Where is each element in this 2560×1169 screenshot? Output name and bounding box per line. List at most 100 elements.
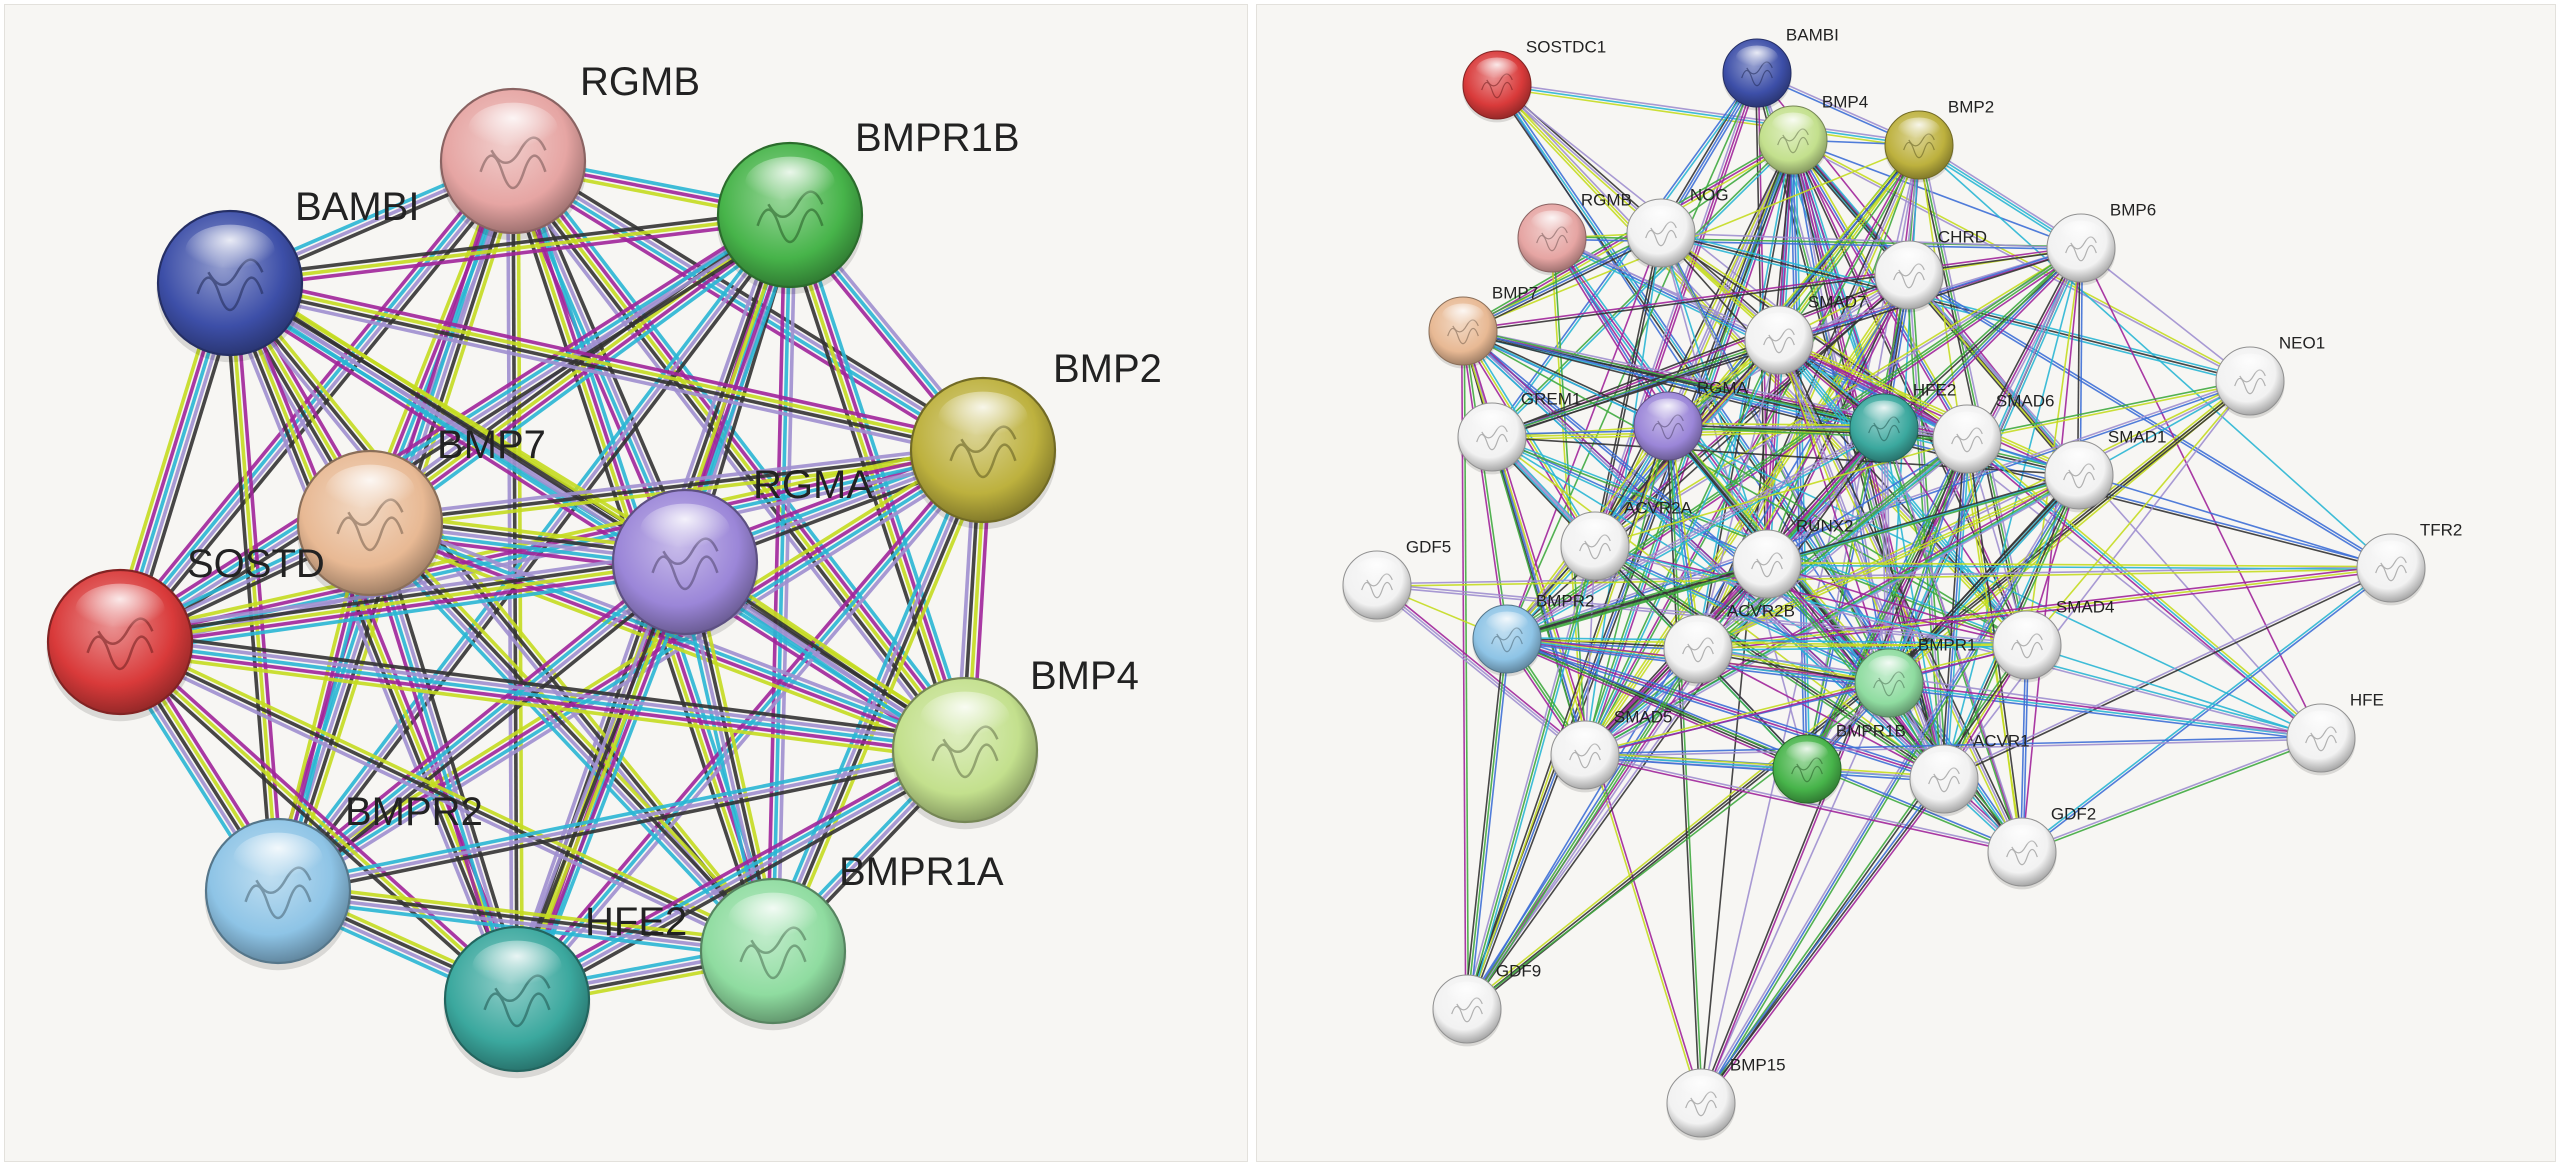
edge-smad1-runx2 <box>1766 474 2080 565</box>
node-smad4[interactable]: SMAD4 <box>1992 598 2114 683</box>
node-sostdc1[interactable]: SOSTD <box>46 542 325 722</box>
node-bmpr2[interactable]: BMPR2 <box>1472 592 1594 677</box>
node-bmp7[interactable]: BMP7 <box>296 423 546 603</box>
node-hfe2[interactable]: HFE2 <box>443 900 688 1079</box>
node-highlight <box>1573 518 1617 543</box>
node-highlight <box>1563 727 1607 752</box>
node-highlight <box>2059 220 2103 245</box>
edge-acvr2b-acvr1 <box>1697 648 1945 780</box>
node-highlight <box>1646 398 1690 423</box>
node-sostdc1[interactable]: SOSTDC1 <box>1462 38 1606 123</box>
node-label-bmpr1b: BMPR1B <box>1836 722 1906 741</box>
node-chrd[interactable]: CHRD <box>1874 228 1987 313</box>
node-highlight <box>1862 400 1906 425</box>
edge-smad7-smad1 <box>1777 336 2081 479</box>
node-rgmb[interactable]: RGMB <box>1517 191 1632 276</box>
node-highlight <box>1771 112 1815 137</box>
node-highlight <box>745 156 835 209</box>
node-smad1[interactable]: SMAD1 <box>2044 428 2166 513</box>
node-label-bmpr2: BMPR2 <box>1536 592 1595 611</box>
edge-acvr2b-gdf9 <box>1464 647 1701 1011</box>
node-grem1[interactable]: GREM1 <box>1457 390 1581 475</box>
node-bmp7[interactable]: BMP7 <box>1428 284 1538 369</box>
node-highlight <box>1745 536 1789 561</box>
node-tfr2[interactable]: TFR2 <box>2356 521 2462 606</box>
node-highlight <box>233 832 323 885</box>
node-label-grem1: GREM1 <box>1521 390 1581 409</box>
node-label-bmpr1a: BMPR1 <box>1918 636 1977 655</box>
node-bmp4[interactable]: BMP4 <box>1758 93 1868 178</box>
node-nog[interactable]: NOG <box>1626 186 1729 271</box>
node-label-smad1: SMAD1 <box>2108 428 2167 447</box>
node-label-nog: NOG <box>1690 186 1729 205</box>
node-bmp2[interactable]: BMP2 <box>1884 98 1994 183</box>
edge-bmp4-neo1 <box>1792 138 2251 383</box>
edge-smad6-tfr2 <box>1966 438 2392 569</box>
node-acvr2b[interactable]: ACVR2B <box>1663 602 1795 687</box>
node-rgma[interactable]: RGMA <box>1633 379 1749 464</box>
node-bambi[interactable]: BAMBI <box>1722 26 1839 111</box>
node-label-bmpr2: BMPR2 <box>345 790 483 834</box>
node-label-smad7: SMAD7 <box>1808 293 1867 312</box>
node-acvr2a[interactable]: ACVR2A <box>1560 499 1693 584</box>
node-bmp4[interactable]: BMP4 <box>891 654 1139 830</box>
node-bmpr2[interactable]: BMPR2 <box>204 790 483 971</box>
edge-bmp4-bmp6 <box>1792 139 2082 249</box>
node-label-sostdc1: SOSTDC1 <box>1526 38 1606 57</box>
node-highlight <box>1887 247 1931 272</box>
node-highlight <box>1441 303 1485 328</box>
node-label-bmpr1b: BMPR1B <box>855 116 1020 160</box>
node-hfe[interactable]: HFE <box>2286 691 2384 776</box>
node-bmp6[interactable]: BMP6 <box>2046 201 2156 286</box>
node-highlight <box>938 391 1028 444</box>
node-acvr1[interactable]: ACVR1 <box>1909 732 2030 817</box>
edge-chrd-bmpr2 <box>1506 274 1910 640</box>
node-label-tfr2: TFR2 <box>2420 521 2463 540</box>
node-label-gdf5: GDF5 <box>1406 538 1451 557</box>
node-highlight <box>1922 751 1966 776</box>
node-highlight <box>2000 824 2044 849</box>
node-rgma[interactable]: RGMA <box>611 463 874 642</box>
node-bmp2[interactable]: BMP2 <box>909 347 1162 530</box>
node-bmp15[interactable]: BMP15 <box>1666 1056 1786 1141</box>
edge-bmp4-hfe2 <box>512 741 970 1008</box>
edge-acvr2a-bmpr1a <box>1594 544 1890 685</box>
edge-smad4-smad5 <box>1584 642 2028 758</box>
edge-hfe2-gdf9 <box>1465 426 1886 1011</box>
edge-bambi-bmpr2 <box>1506 72 1758 640</box>
node-highlight <box>1676 621 1720 646</box>
node-gdf9[interactable]: GDF9 <box>1432 962 1541 1047</box>
node-highlight <box>2057 447 2101 472</box>
node-hfe2[interactable]: HFE2 <box>1849 381 1956 466</box>
node-label-hfe2: HFE2 <box>585 900 687 944</box>
node-bambi[interactable]: BAMBI <box>156 185 420 363</box>
node-bmpr1b[interactable]: BMPR1B <box>716 116 1020 295</box>
node-highlight <box>1757 312 1801 337</box>
node-label-bmp7: BMP7 <box>1492 284 1538 303</box>
node-label-sostdc1: SOSTD <box>187 542 325 586</box>
node-highlight <box>185 224 275 277</box>
node-bmpr1a[interactable]: BMPR1 <box>1854 636 1976 721</box>
node-smad6[interactable]: SMAD6 <box>1932 392 2054 477</box>
node-bmpr1a[interactable]: BMPR1A <box>699 850 1004 1031</box>
edge-bambi-bmpr1a <box>224 278 779 956</box>
node-label-smad5: SMAD5 <box>1614 708 1673 727</box>
node-gdf5[interactable]: GDF5 <box>1342 538 1451 623</box>
node-gdf2[interactable]: GDF2 <box>1987 805 2096 890</box>
edge-sostdc1-bmp2 <box>1496 81 1920 149</box>
edge-tfr2-runx2 <box>1766 561 2392 571</box>
node-runx2[interactable]: RUNX2 <box>1732 517 1854 602</box>
node-smad5[interactable]: SMAD5 <box>1550 708 1672 793</box>
node-highlight <box>1867 655 1911 680</box>
node-smad7[interactable]: SMAD7 <box>1744 293 1866 378</box>
node-label-chrd: CHRD <box>1938 228 1987 247</box>
node-label-rgma: RGMA <box>1697 379 1749 398</box>
edge-bmp6-gdf2 <box>2021 247 2082 853</box>
node-rgmb[interactable]: RGMB <box>439 60 700 241</box>
node-highlight <box>2228 353 2272 378</box>
node-label-bmpr1a: BMPR1A <box>839 850 1004 894</box>
edge-bmp6-smad1 <box>2076 247 2084 476</box>
node-bmpr1b[interactable]: BMPR1B <box>1772 722 1906 807</box>
node-neo1[interactable]: NEO1 <box>2215 334 2325 419</box>
